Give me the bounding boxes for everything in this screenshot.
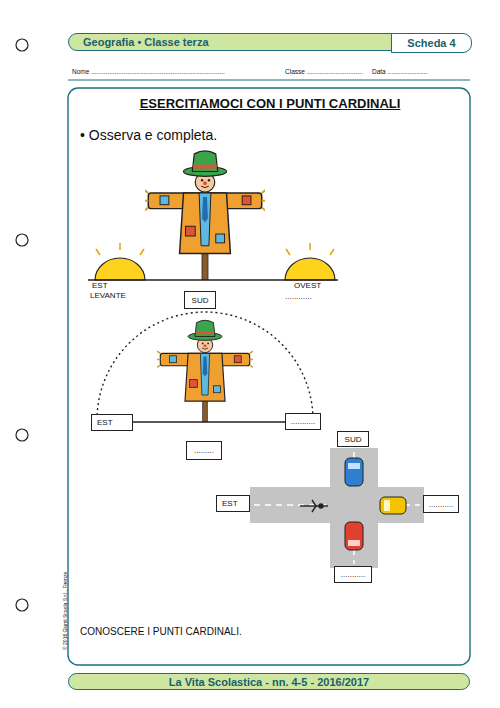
header-band: Geografia • Classe terza Scheda 4 [68, 33, 470, 51]
answer-line: ............ [285, 292, 312, 301]
caption: CONOSCERE I PUNTI CARDINALI. [80, 626, 242, 637]
box-text: ........... [291, 417, 315, 426]
answer-box: ........... [334, 566, 372, 583]
direction-label: LEVANTE [90, 291, 126, 300]
box-text: SUD [345, 435, 362, 444]
box-text: ........... [341, 570, 365, 579]
box-text: EST [222, 499, 238, 508]
title: ESERCITIAMOCI CON I PUNTI CARDINALI [140, 96, 401, 111]
box-text: EST [97, 418, 113, 427]
direction-box: SUD [337, 431, 369, 447]
form-field: Classe ............................... [285, 68, 363, 75]
form-field: Data ...................... [372, 68, 427, 75]
answer-box: ......... [186, 441, 222, 460]
box-text: SUD [192, 296, 209, 305]
direction-box: SUD [184, 291, 216, 309]
box-text: La Vita Scolastica - nn. 4-5 - 2016/2017 [169, 676, 369, 688]
box-text: ......... [194, 446, 214, 455]
direction-box: EST [216, 495, 250, 512]
box-text: ........... [429, 500, 453, 509]
box-text: Geografia • Classe terza [83, 36, 209, 48]
answer-box: ........... [423, 495, 459, 513]
form-field: Nome ...................................… [72, 68, 225, 75]
direction-label: EST [92, 281, 108, 290]
direction-box: EST [91, 414, 133, 431]
answer-box: ........... [285, 413, 321, 430]
instruction: • Osserva e completa. [80, 127, 217, 143]
sheet-number-box: Scheda 4 [391, 33, 472, 53]
box-text: Scheda 4 [407, 37, 455, 49]
direction-label: OVEST [294, 281, 321, 290]
copyright: © 2016 Giunti Scuola S.r.l., Firenze [62, 572, 68, 650]
footer-band: La Vita Scolastica - nn. 4-5 - 2016/2017 [68, 673, 470, 690]
